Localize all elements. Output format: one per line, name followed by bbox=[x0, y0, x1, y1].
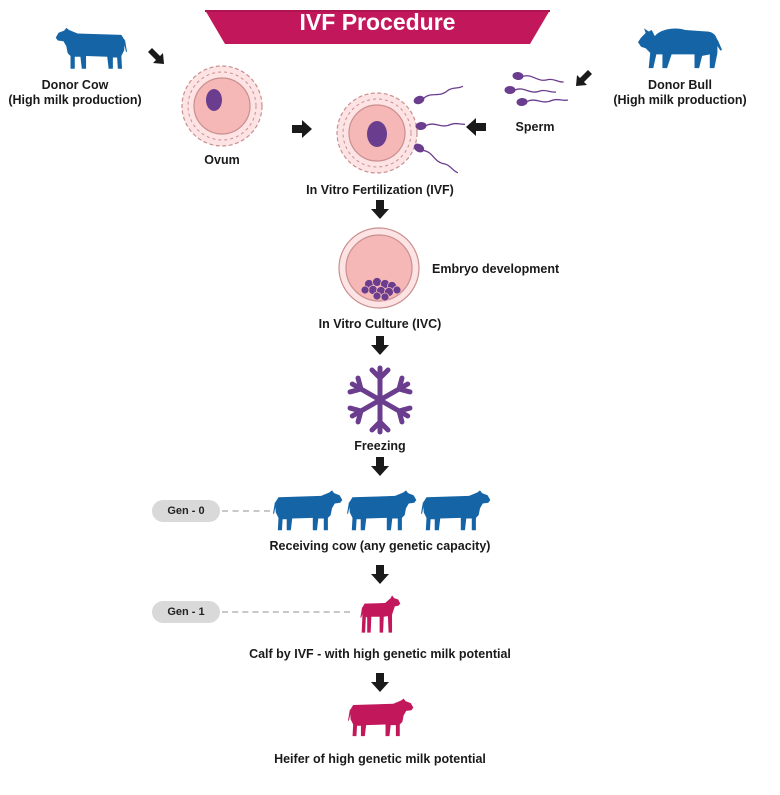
ivf-label: In Vitro Fertilization (IVF) bbox=[306, 183, 454, 197]
snowflake-icon bbox=[347, 365, 413, 435]
page-title: IVF Procedure bbox=[299, 9, 456, 35]
freezing-label: Freezing bbox=[354, 439, 406, 453]
arrow-icon bbox=[466, 118, 486, 136]
arrow-icon bbox=[371, 673, 389, 692]
cow-icon bbox=[421, 490, 491, 531]
cow-icon bbox=[347, 490, 417, 531]
heifer-icon bbox=[348, 698, 414, 737]
arrow-icon bbox=[371, 336, 389, 355]
bull-icon bbox=[638, 28, 722, 69]
cow-icon bbox=[273, 490, 343, 531]
title-banner bbox=[205, 10, 550, 44]
arrow-icon bbox=[576, 70, 592, 86]
arrow-icon bbox=[148, 48, 164, 64]
arrow-icon bbox=[371, 457, 389, 476]
embryo-label: Embryo development bbox=[432, 262, 560, 276]
ovum-icon bbox=[181, 65, 263, 147]
gen-0-connector bbox=[222, 510, 270, 512]
ivc-label: In Vitro Culture (IVC) bbox=[318, 317, 442, 331]
gen-0-badge: Gen - 0 bbox=[152, 500, 220, 522]
arrow-icon bbox=[371, 565, 389, 584]
ovum-label: Ovum bbox=[204, 153, 240, 167]
calf-icon bbox=[360, 595, 401, 633]
sperm-label: Sperm bbox=[515, 120, 555, 134]
cow-icon bbox=[55, 27, 127, 69]
heifer-label: Heifer of high genetic milk potential bbox=[274, 752, 486, 766]
ivf-egg-icon bbox=[336, 80, 465, 175]
gen-1-connector bbox=[222, 611, 350, 613]
arrow-icon bbox=[292, 120, 312, 138]
donor-bull-label: Donor Bull (High milk production) bbox=[613, 78, 747, 107]
gen-1-badge: Gen - 1 bbox=[152, 601, 220, 623]
arrow-icon bbox=[371, 200, 389, 219]
embryo-icon bbox=[338, 227, 420, 309]
sperm-icon bbox=[504, 71, 569, 107]
receiving-cow-label: Receiving cow (any genetic capacity) bbox=[269, 539, 491, 553]
calf-label: Calf by IVF - with high genetic milk pot… bbox=[249, 647, 511, 661]
donor-cow-label: Donor Cow (High milk production) bbox=[8, 78, 142, 107]
